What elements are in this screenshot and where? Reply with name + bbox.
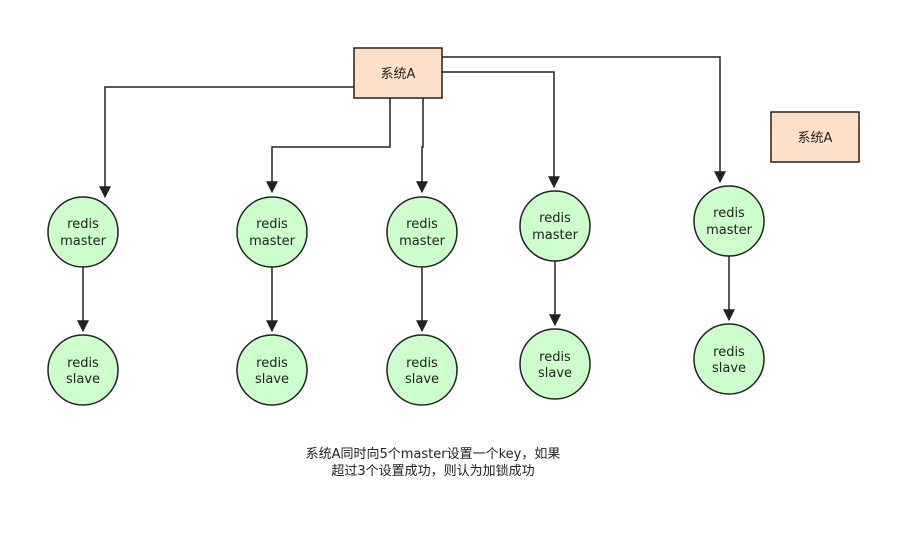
master-2-line-1: redis [256, 217, 288, 232]
master-2-line-2: master [249, 234, 295, 249]
slave-5-line-1: redis [713, 345, 745, 360]
redis-master-node-5[interactable]: redis master [693, 185, 765, 257]
master-5-line-2: master [706, 223, 752, 238]
redis-master-node-4[interactable]: redis master [519, 190, 591, 262]
slave-4-line-1: redis [539, 350, 571, 365]
master-1-line-1: redis [67, 217, 99, 232]
system-a-box[interactable]: 系统A [353, 47, 443, 99]
slave-1-line-1: redis [67, 356, 99, 371]
redis-slave-node-4[interactable]: redis slave [519, 328, 591, 400]
diagram-caption: 系统A同时向5个master设置一个key，如果 超过3个设置成功，则认为加锁成… [233, 446, 633, 480]
slave-4-line-2: slave [538, 366, 572, 381]
caption-line-2: 超过3个设置成功，则认为加锁成功 [331, 464, 535, 479]
connectors [77, 56, 735, 333]
master-3-line-1: redis [406, 217, 438, 232]
redis-slave-node-1[interactable]: redis slave [47, 334, 119, 406]
master-4-line-2: master [532, 228, 578, 243]
connector-system-to-master-4 [442, 71, 560, 189]
connector-system-to-master-3 [416, 98, 428, 194]
connector-system-to-master-1 [99, 86, 355, 199]
slave-5-line-2: slave [712, 361, 746, 376]
master-5-line-1: redis [713, 206, 745, 221]
slave-3-line-1: redis [406, 356, 438, 371]
master-1-line-2: master [60, 234, 106, 249]
caption-line-1: 系统A同时向5个master设置一个key，如果 [305, 447, 561, 462]
slave-2-line-1: redis [256, 356, 288, 371]
redis-slave-node-2[interactable]: redis slave [236, 334, 308, 406]
slave-2-line-2: slave [255, 372, 289, 387]
redis-master-node-1[interactable]: redis master [47, 196, 119, 268]
system-a-label: 系统A [381, 67, 416, 82]
redis-master-node-2[interactable]: redis master [236, 196, 308, 268]
redis-master-node-3[interactable]: redis master [386, 196, 458, 268]
connector-system-to-master-2 [266, 98, 391, 194]
connector-system-to-master-5 [442, 56, 726, 184]
master-4-line-1: redis [539, 211, 571, 226]
system-a-side-box[interactable]: 系统A [770, 111, 860, 163]
master-3-line-2: master [399, 234, 445, 249]
system-a-side-label: 系统A [798, 131, 833, 146]
redis-slave-node-3[interactable]: redis slave [386, 334, 458, 406]
slave-3-line-2: slave [405, 372, 439, 387]
redis-slave-node-5[interactable]: redis slave [693, 323, 765, 395]
slave-1-line-2: slave [66, 372, 100, 387]
